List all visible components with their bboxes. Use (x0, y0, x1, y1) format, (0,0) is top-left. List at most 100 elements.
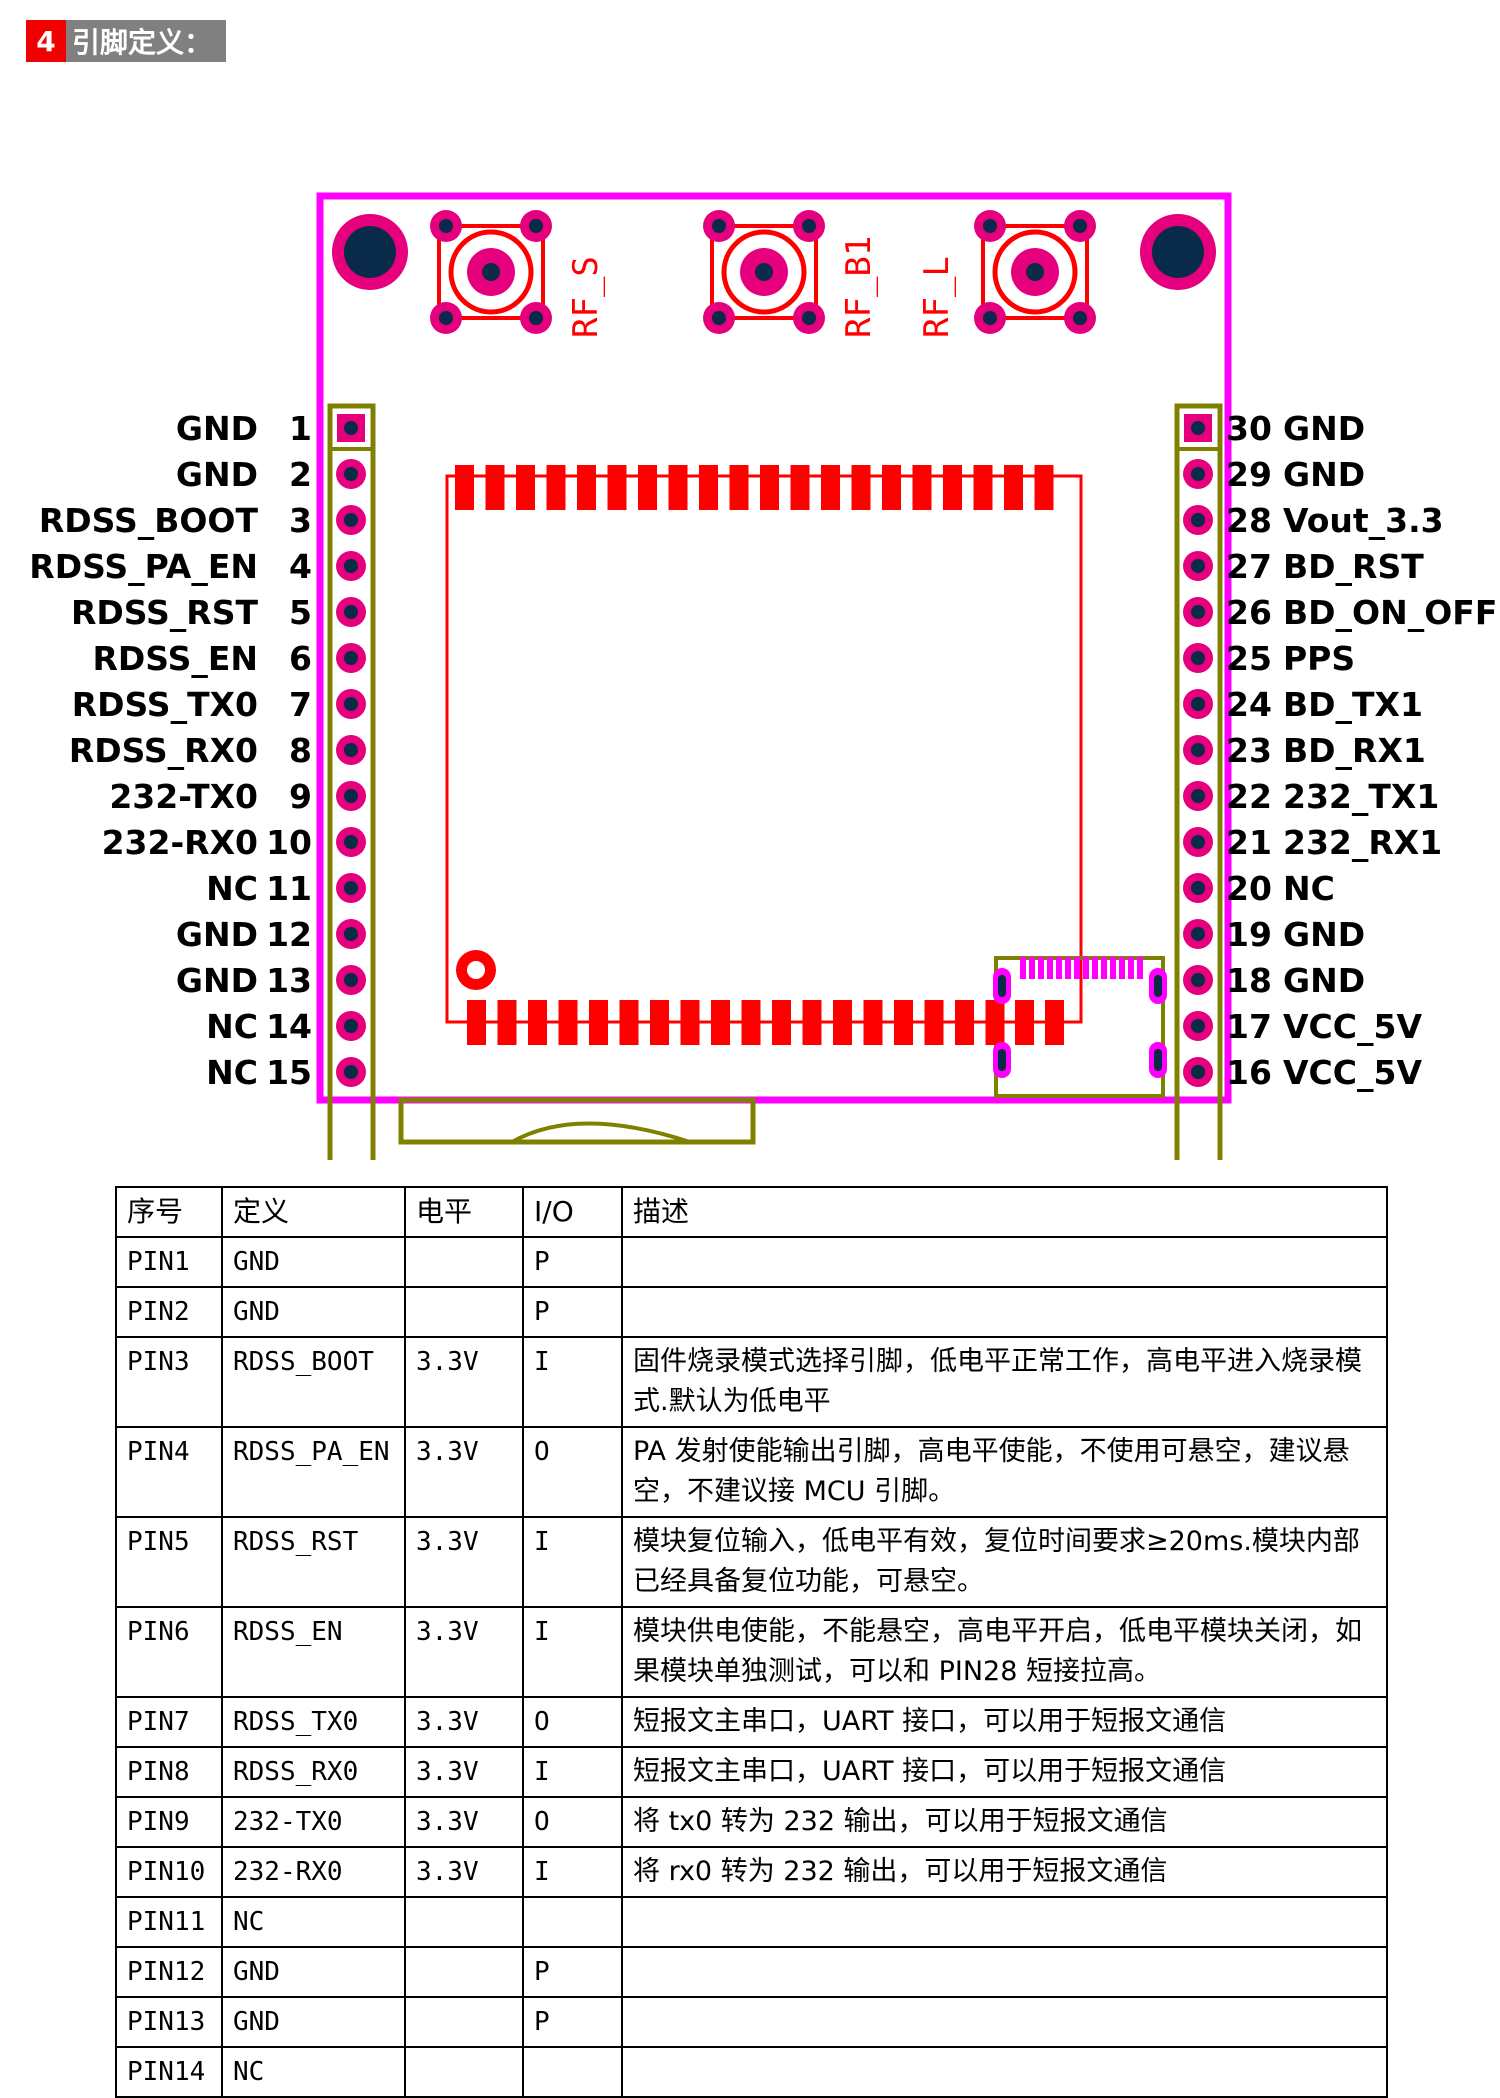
right-pin-number: 16 (1226, 1053, 1272, 1092)
connector-outline (398, 1097, 756, 1145)
usb-pin (1020, 957, 1026, 979)
table-cell: I (522, 1846, 623, 1898)
module-pad (760, 465, 779, 510)
module-pad (497, 1000, 517, 1045)
module-pad (467, 1000, 486, 1045)
left-pin-name: RDSS_TX0 (72, 685, 258, 724)
table-header-cell: 电平 (404, 1186, 524, 1238)
usb-pin (1065, 957, 1071, 979)
left-pin-number: 14 (266, 1007, 312, 1046)
module-outline (445, 474, 1083, 1024)
rf-connector-ring (992, 229, 1078, 315)
module-pad (790, 465, 810, 510)
left-pin-number: 12 (266, 915, 312, 954)
right-pin-number: 20 (1226, 869, 1272, 908)
table-cell: P (522, 1236, 623, 1288)
table-cell: PIN8 (115, 1746, 223, 1798)
usb-pin (1137, 957, 1143, 979)
pin-drill (1191, 881, 1205, 895)
table-cell: PIN3 (115, 1336, 223, 1428)
right-pin-number: 19 (1226, 915, 1272, 954)
usb-pin (1101, 957, 1107, 979)
table-header-cell: I/O (522, 1186, 623, 1238)
table-cell: 3.3V (404, 1846, 524, 1898)
left-pin-name: 232-TX0 (109, 777, 258, 816)
left-pin-number: 10 (266, 823, 312, 862)
right-pin-name: GND (1283, 915, 1365, 954)
usb-pin (1038, 957, 1044, 979)
right-pin-number: 17 (1226, 1007, 1272, 1046)
table-cell: I (522, 1336, 623, 1428)
table-cell (404, 2046, 524, 2098)
right-pin-name: VCC_5V (1283, 1007, 1422, 1046)
table-cell: P (522, 1996, 623, 2048)
table-cell: I (522, 1606, 623, 1698)
right-pin-name: Vout_3.3 (1283, 501, 1444, 540)
module-pad (802, 1000, 822, 1045)
table-cell: PIN6 (115, 1606, 223, 1698)
table-header-cell: 序号 (115, 1186, 223, 1238)
table-cell: P (522, 1946, 623, 1998)
module-pad (741, 1000, 761, 1045)
table-cell: 固件烧录模式选择引脚，低电平正常工作，高电平进入烧录模式.默认为低电平 (621, 1336, 1388, 1428)
module-pad (668, 465, 688, 510)
right-pin-name: NC (1283, 869, 1335, 908)
table-cell (621, 1996, 1388, 2048)
module-pad (912, 465, 932, 510)
pin-drill (1191, 513, 1205, 527)
module-pad (680, 1000, 700, 1045)
table-cell: PIN14 (115, 2046, 223, 2098)
table-cell (404, 1286, 524, 1338)
table-cell: 3.3V (404, 1606, 524, 1698)
right-pin-number: 18 (1226, 961, 1272, 1000)
table-cell (522, 2046, 623, 2098)
table-cell: 将 tx0 转为 232 输出，可以用于短报文通信 (621, 1796, 1388, 1848)
right-pin-number: 25 (1226, 639, 1272, 678)
pin-drill (1191, 789, 1205, 803)
module-pad (546, 465, 566, 510)
usb-pin (1029, 957, 1035, 979)
left-pin-name: NC (206, 1007, 258, 1046)
module-pad (619, 1000, 639, 1045)
table-cell: RDSS_TX0 (221, 1696, 406, 1748)
left-header-outline (327, 403, 376, 1160)
usb-pin (1074, 957, 1080, 979)
table-cell: 3.3V (404, 1696, 524, 1748)
table-cell: 模块复位输入，低电平有效，复位时间要求≥20ms.模块内部已经具备复位功能，可悬… (621, 1516, 1388, 1608)
module-pad (973, 465, 993, 510)
rf-label: RF_S (566, 256, 606, 338)
table-cell: PIN13 (115, 1996, 223, 2048)
left-pin-number: 6 (289, 639, 312, 678)
table-cell: NC (221, 2046, 406, 2098)
pin-drill (1191, 927, 1205, 941)
table-cell (404, 1896, 524, 1948)
pin-drill (344, 1065, 358, 1079)
left-pin-name: RDSS_EN (92, 639, 258, 678)
right-pin-number: 27 (1226, 547, 1272, 586)
pin-drill (1191, 605, 1205, 619)
table-cell: RDSS_PA_EN (221, 1426, 406, 1518)
table-cell: O (522, 1796, 623, 1848)
right-pin-number: 21 (1226, 823, 1272, 862)
table-cell: PIN9 (115, 1796, 223, 1848)
module-pad (1034, 465, 1054, 510)
pin-drill (1191, 697, 1205, 711)
table-cell: 短报文主串口，UART 接口，可以用于短报文通信 (621, 1746, 1388, 1798)
right-header-outline (1174, 403, 1223, 1160)
table-cell: PIN4 (115, 1426, 223, 1518)
right-pin-name: PPS (1283, 639, 1355, 678)
table-cell: 模块供电使能，不能悬空，高电平开启，低电平模块关闭，如果模块单独测试，可以和 P… (621, 1606, 1388, 1698)
pin-drill (344, 605, 358, 619)
table-cell: RDSS_EN (221, 1606, 406, 1698)
pin-drill (1191, 973, 1205, 987)
left-pin-name: RDSS_RST (71, 593, 259, 632)
left-pin-name: GND (176, 961, 258, 1000)
pin-drill (344, 513, 358, 527)
module-pad (955, 1000, 974, 1045)
